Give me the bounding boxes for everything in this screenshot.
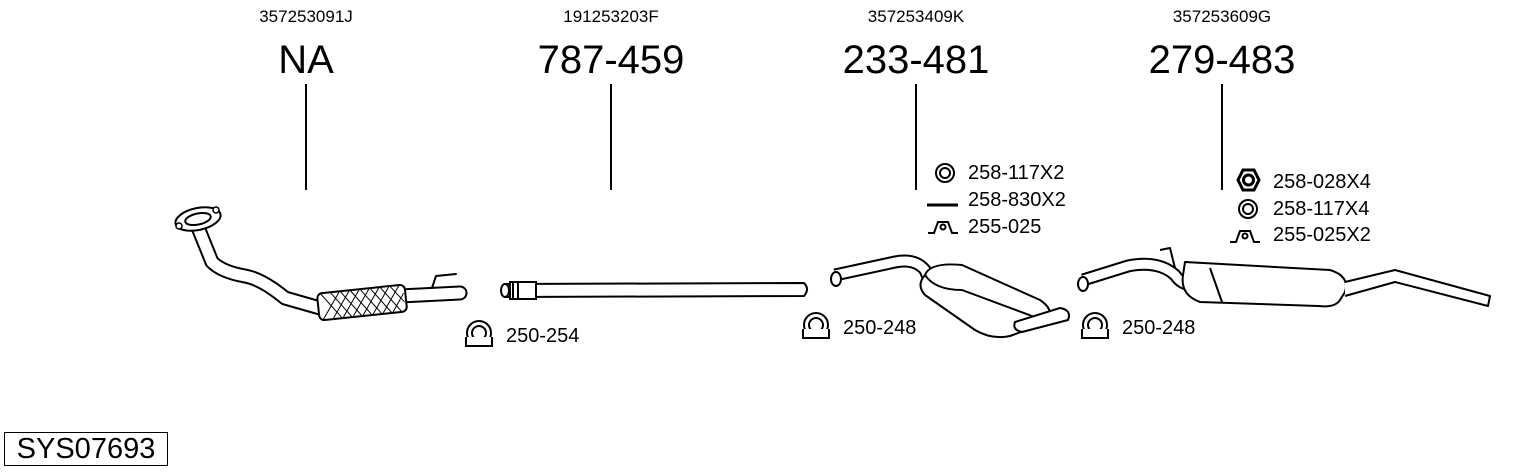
clamp-label: 250-248 (843, 317, 917, 339)
centre-silencer (830, 254, 1070, 339)
nut-icon (1236, 168, 1261, 192)
ring-label: 258-117X4 (1273, 198, 1370, 220)
oe-number: 357253409K (867, 7, 965, 26)
middle-pipe (500, 281, 808, 300)
rear-silencer (1077, 247, 1491, 308)
oe-number: 191253203F (563, 7, 659, 26)
clamp-icon (465, 320, 493, 347)
part-number: 787-459 (537, 38, 685, 82)
hanger-icon (1230, 230, 1260, 243)
oe-number: 357253609G (1172, 7, 1272, 26)
clamp-label: 250-254 (506, 325, 580, 347)
clamp-icon (802, 312, 830, 339)
oe-number: 357253091J (259, 7, 353, 26)
hanger-label: 255-025 (968, 216, 1042, 238)
hanger-icon (928, 221, 958, 234)
part-number: 233-481 (842, 38, 990, 82)
ring-icon (935, 163, 955, 183)
bolt-label: 258-830X2 (968, 189, 1066, 211)
clamp-icon (1081, 312, 1109, 339)
ring-label: 258-117X2 (968, 162, 1065, 184)
hanger-label: 255-025X2 (1273, 224, 1371, 246)
front-pipe (174, 206, 468, 322)
system-code: SYS07693 (4, 432, 168, 466)
ring-icon (1238, 199, 1258, 219)
part-number: NA (278, 38, 334, 82)
part-number: 279-483 (1148, 38, 1296, 82)
clamp-label: 250-248 (1122, 317, 1196, 339)
nut-label: 258-028X4 (1273, 171, 1371, 193)
